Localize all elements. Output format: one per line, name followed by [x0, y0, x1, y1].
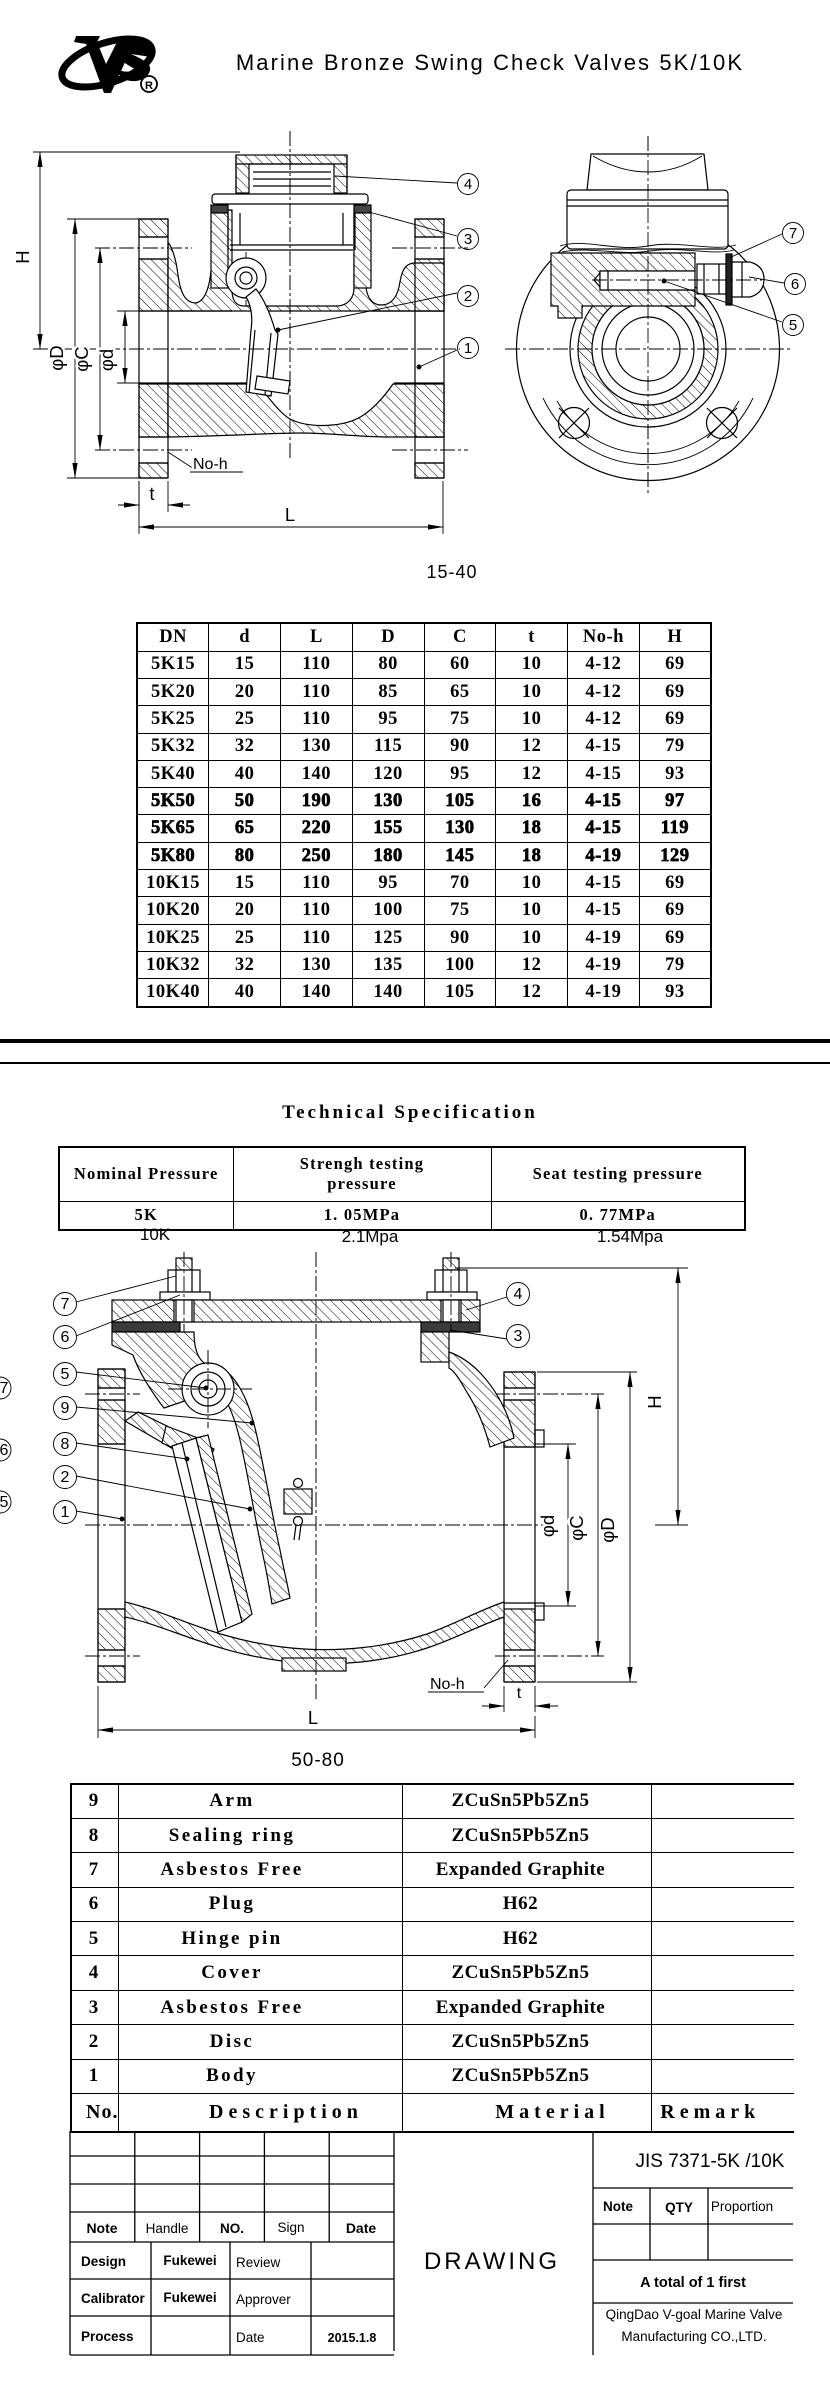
svg-text:Handle: Handle: [146, 2221, 189, 2236]
svg-text:φD: φD: [46, 345, 67, 370]
svg-text:JIS 7371-5K /10K: JIS 7371-5K /10K: [636, 2151, 785, 2172]
svg-text:φC: φC: [71, 346, 92, 371]
svg-text:3: 3: [464, 231, 472, 248]
svg-text:Fukewei: Fukewei: [163, 2290, 216, 2305]
svg-text:Sign: Sign: [277, 2220, 304, 2235]
svg-text:4: 4: [514, 1286, 523, 1303]
svg-text:A total of 1 first: A total of 1 first: [640, 2275, 746, 2291]
svg-text:Calibrator: Calibrator: [81, 2291, 146, 2306]
svg-text:L: L: [308, 1707, 318, 1728]
svg-text:Date: Date: [236, 2330, 265, 2345]
svg-text:L: L: [285, 504, 295, 525]
svg-text:6: 6: [61, 1329, 70, 1346]
svg-text:1: 1: [464, 340, 472, 357]
svg-text:7: 7: [789, 225, 797, 242]
svg-text:Design: Design: [81, 2254, 126, 2269]
svg-text:5: 5: [61, 1366, 70, 1383]
svg-text:Manufacturing CO.,LTD.: Manufacturing CO.,LTD.: [621, 2329, 766, 2344]
svg-text:Approver: Approver: [236, 2292, 291, 2307]
svg-text:Proportion: Proportion: [711, 2199, 773, 2214]
svg-text:7: 7: [0, 1380, 9, 1397]
svg-text:4: 4: [464, 176, 472, 193]
svg-text:15-40: 15-40: [426, 562, 477, 582]
svg-text:2015.1.8: 2015.1.8: [328, 2331, 377, 2345]
svg-text:NO.: NO.: [220, 2221, 244, 2236]
svg-text:Review: Review: [236, 2255, 281, 2270]
svg-text:H: H: [644, 1395, 665, 1408]
svg-text:9: 9: [61, 1400, 70, 1417]
svg-text:Date: Date: [346, 2220, 377, 2236]
svg-text:R: R: [145, 80, 153, 92]
svg-text:Fukewei: Fukewei: [163, 2253, 216, 2268]
svg-text:7: 7: [61, 1296, 70, 1313]
svg-text:No-h: No-h: [430, 1676, 465, 1693]
svg-text:Note: Note: [603, 2199, 633, 2214]
svg-text:φC: φC: [566, 1515, 587, 1540]
svg-text:φd: φd: [96, 349, 117, 371]
svg-text:Process: Process: [81, 2329, 134, 2344]
svg-text:6: 6: [0, 1442, 9, 1459]
svg-text:Note: Note: [86, 2220, 117, 2236]
svg-text:QTY: QTY: [665, 2200, 693, 2215]
svg-text:t: t: [517, 1685, 522, 1702]
svg-text:8: 8: [61, 1436, 70, 1453]
svg-text:5: 5: [789, 317, 797, 334]
svg-text:QingDao V-goal Marine Valve: QingDao V-goal Marine Valve: [606, 2307, 783, 2322]
svg-text:DRAWING: DRAWING: [424, 2248, 560, 2275]
svg-text:2: 2: [464, 288, 472, 305]
svg-text:Marine Bronze Swing Check Valv: Marine Bronze Swing Check Valves 5K/10K: [236, 50, 744, 75]
svg-text:No-h: No-h: [193, 456, 228, 473]
svg-text:t: t: [149, 483, 154, 504]
svg-text:φD: φD: [597, 1517, 618, 1542]
svg-text:1: 1: [61, 1504, 70, 1521]
svg-text:H: H: [12, 250, 33, 263]
svg-text:50-80: 50-80: [291, 1750, 345, 1771]
svg-text:6: 6: [791, 276, 799, 293]
svg-text:3: 3: [514, 1328, 523, 1345]
svg-text:2: 2: [61, 1469, 70, 1486]
svg-text:5: 5: [0, 1494, 9, 1511]
svg-text:φd: φd: [537, 1515, 558, 1537]
